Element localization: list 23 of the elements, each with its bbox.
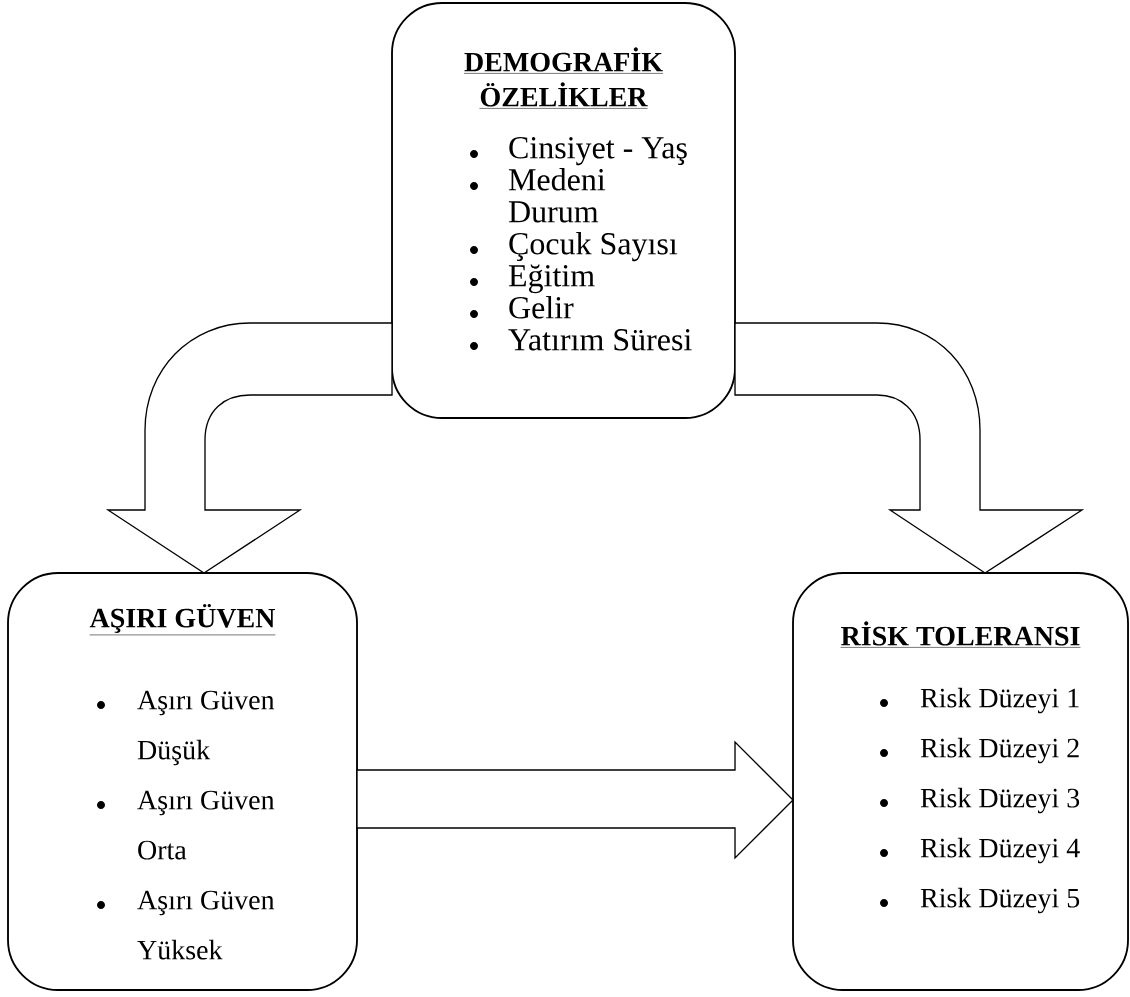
list-item: Risk Düzeyi 4 [880, 837, 1080, 864]
list-item: Risk Düzeyi 1 [880, 687, 1079, 714]
block-arrow [107, 322, 393, 574]
list-item: Yatırım Süresi [470, 329, 692, 351]
box-heading: AŞIRI GÜVEN [89, 603, 276, 636]
rounded-box [7, 572, 358, 991]
rounded-box [391, 2, 736, 419]
list-item: Çocuk Sayısı [470, 232, 678, 262]
block-arrow [356, 740, 794, 860]
box-heading: RİSK TOLERANSI [840, 621, 1081, 648]
block-arrow [734, 322, 1083, 574]
list-item: Aşırı Güven Düşük [97, 690, 275, 766]
list-item: Eğitim [470, 264, 595, 294]
list-item: Gelir [470, 296, 574, 319]
list-item: Risk Düzeyi 5 [880, 887, 1080, 914]
list-item: Risk Düzeyi 2 [880, 737, 1079, 764]
box-heading: DEMOGRAFİK ÖZELİKLER [463, 47, 664, 109]
list-item: Cinsiyet - Yaş [470, 137, 687, 166]
list-item: Risk Düzeyi 3 [880, 787, 1080, 814]
list-item: Aşırı Güven Orta [97, 790, 275, 860]
rounded-box [792, 572, 1129, 991]
list-item: Aşırı Güven Yüksek [97, 890, 275, 960]
list-item: Medeni Durum [470, 168, 606, 223]
